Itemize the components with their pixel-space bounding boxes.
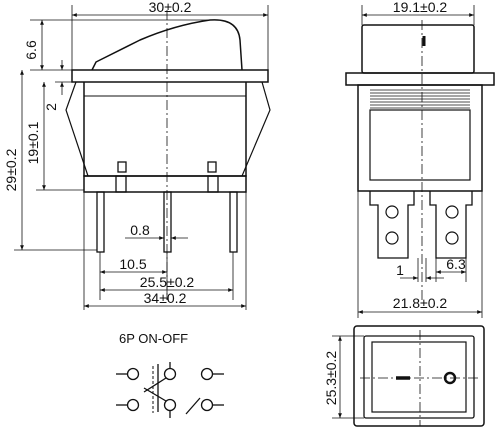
dim-base-width: 34±0.2 [144, 290, 187, 306]
dim-pin-span: 25.5±0.2 [140, 274, 195, 290]
right-clip [241, 81, 271, 177]
schematic-title: 6P ON-OFF [119, 331, 188, 346]
dim-pin-offset: 10.5 [119, 256, 146, 272]
bottom-view [353, 325, 485, 427]
pin-center [163, 191, 172, 253]
bottom-inner [363, 335, 475, 419]
bottom-dimensions: 25.3±0.2 [323, 335, 364, 419]
dim-front-width: 30±0.2 [149, 0, 192, 15]
pin-left [96, 191, 105, 253]
side-view [345, 20, 495, 300]
front-view [65, 10, 271, 300]
side-body [357, 84, 483, 192]
front-dimensions: 30±0.2 6.6 2 19±0.1 29±0.2 0.8 10.5 25.5… [3, 0, 269, 310]
dim-bottom-height: 25.3±0.2 [323, 351, 339, 406]
side-cap [361, 24, 475, 74]
base [83, 175, 247, 193]
left-clip [65, 81, 89, 177]
dim-side-width-bottom: 21.8±0.2 [393, 295, 448, 311]
window-right [207, 161, 217, 173]
side-window [369, 109, 471, 181]
rocker-cap [91, 19, 243, 71]
bezel-flange [71, 69, 269, 83]
dim-pin-thickness: 0.8 [130, 222, 150, 238]
side-dimensions: 19.1±0.2 1 6.3 21.8±0.2 [357, 0, 483, 318]
bottom-face [371, 341, 467, 413]
terminal-right [429, 191, 473, 259]
dim-step: 2 [43, 103, 59, 111]
dim-total-height: 29±0.2 [3, 148, 19, 191]
on-mark [443, 371, 457, 385]
bottom-outer [353, 325, 485, 427]
dim-body-height: 19±0.1 [25, 121, 41, 164]
schematic: 6P ON-OFF [116, 331, 224, 418]
dim-top-cap: 6.6 [23, 40, 39, 60]
dim-side-width-top: 19.1±0.2 [393, 0, 448, 15]
terminal-left [369, 191, 415, 259]
dim-pin-gap: 1 [396, 262, 404, 278]
window-left [117, 161, 127, 173]
side-flange [345, 72, 495, 86]
pin-right [229, 191, 238, 253]
dim-terminal-width: 6.3 [446, 256, 466, 272]
